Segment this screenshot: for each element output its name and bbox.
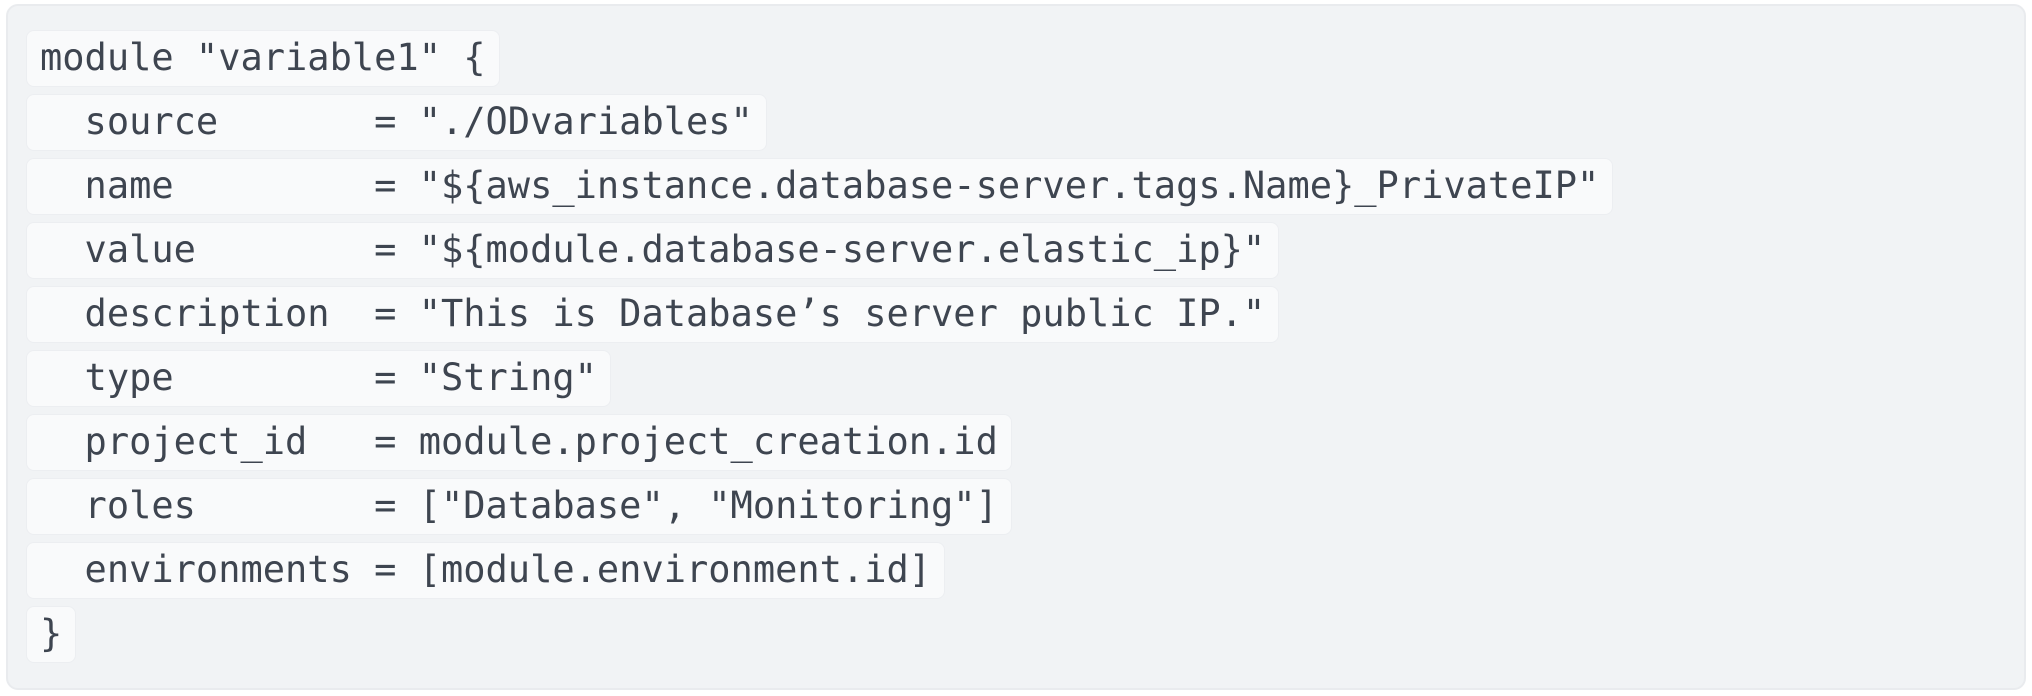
code-line: source = "./ODvariables" — [26, 94, 767, 151]
code-line: description = "This is Database’s server… — [26, 286, 1280, 343]
code-line: value = "${module.database-server.elasti… — [26, 222, 1280, 279]
code-line: project_id = module.project_creation.id — [26, 414, 1012, 471]
code-line: } — [26, 606, 77, 663]
code-line: module "variable1" { — [26, 30, 500, 87]
code-line: environments = [module.environment.id] — [26, 542, 946, 599]
code-line: roles = ["Database", "Monitoring"] — [26, 478, 1012, 535]
code-block-container: module "variable1" { source = "./ODvaria… — [6, 4, 2026, 690]
code-line: name = "${aws_instance.database-server.t… — [26, 158, 1614, 215]
code-line: type = "String" — [26, 350, 611, 407]
